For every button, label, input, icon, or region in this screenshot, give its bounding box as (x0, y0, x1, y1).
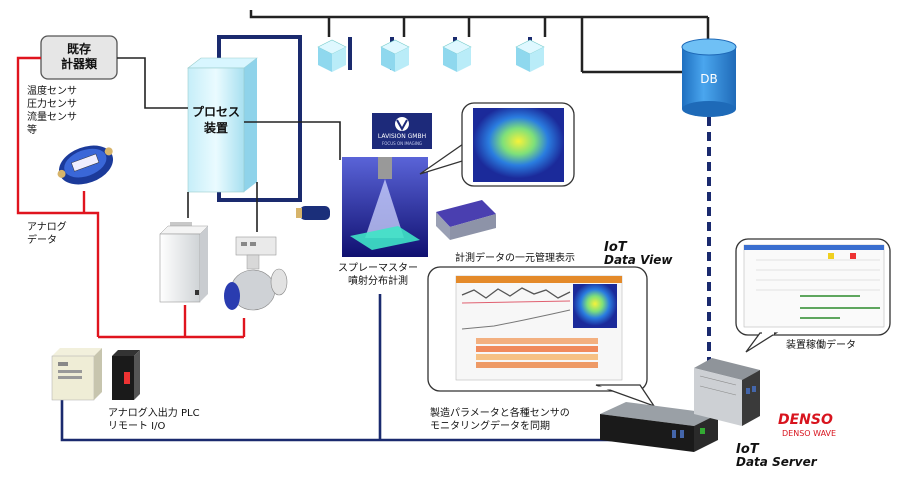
sync-label: 製造パラメータと各種センサの モニタリングデータを同期 (430, 407, 570, 433)
analog-converter-device (159, 222, 209, 303)
sensor-etc: 等 (27, 125, 37, 136)
top-bus-lines (249, 10, 710, 74)
instruments-title: 既存 計器類 (60, 42, 97, 71)
spray-line-2: 噴射分布計測 (348, 276, 408, 287)
cube-node-3 (442, 39, 472, 72)
cube-node-2 (380, 39, 410, 72)
spray-line-1: スプレーマスター (338, 263, 418, 274)
industrial-pc (694, 358, 760, 426)
data-view-screen (455, 275, 623, 381)
db-label: DB (700, 72, 718, 86)
cube-node-1 (317, 39, 347, 72)
denso-logo: DENSO (778, 412, 833, 428)
sync-line-2: モニタリングデータを同期 (430, 421, 550, 432)
plc-label: アナログ入出力 PLC リモート I/O (108, 407, 200, 433)
data-server-brand-top: IoT (736, 442, 759, 457)
equipment-caption: 装置稼働データ (786, 340, 856, 351)
data-view-brand: IoT Data View (604, 240, 673, 267)
db-cylinder (681, 38, 737, 117)
process-unit-label: プロセス 装置 (188, 104, 244, 136)
data-view-caption: 計測データの一元管理表示 (455, 253, 575, 264)
data-server-brand-bottom: Data Server (736, 455, 817, 469)
denso-wave-label: DENSO WAVE (782, 429, 837, 438)
spray-pattern-callout (419, 102, 575, 187)
spray-label: スプレーマスター 噴射分布計測 (328, 262, 428, 288)
valve-device (224, 236, 288, 311)
remote-io-device (112, 350, 140, 400)
sensor-list: 温度センサ 圧力センサ 流量センサ 等 (27, 85, 77, 137)
cube-node-4 (515, 39, 545, 72)
equipment-data-screen (743, 244, 885, 328)
data-server-box (600, 402, 718, 452)
process-unit-line-1: プロセス (191, 105, 240, 119)
analog-lines (16, 56, 246, 339)
plc-line-1: アナログ入出力 PLC (108, 408, 200, 419)
analog-data-label: アナログ データ (27, 221, 67, 247)
lavision-logo (372, 113, 432, 149)
process-tower (187, 57, 258, 193)
sync-line-1: 製造パラメータと各種センサの (430, 408, 570, 419)
analog-data-line-2: データ (27, 235, 57, 246)
sensor-temperature: 温度センサ (27, 86, 77, 97)
data-server-brand: IoT Data Server (736, 442, 817, 469)
laser-sensor (436, 200, 496, 240)
camera-sensor (296, 206, 330, 220)
gauge-instrument (57, 145, 114, 185)
plc-line-2: リモート I/O (108, 421, 166, 432)
data-view-brand-bottom: Data View (604, 253, 673, 267)
spray-measurement-image (342, 157, 428, 257)
lavision-tagline: FOCUS ON IMAGING (381, 141, 423, 146)
sensor-pressure: 圧力センサ (27, 99, 77, 110)
analog-data-line-1: アナログ (27, 222, 67, 233)
control-lines (117, 57, 341, 232)
data-view-brand-top: IoT (604, 240, 627, 255)
sensor-flow: 流量センサ (27, 112, 77, 123)
lower-network (60, 294, 640, 442)
process-unit-line-2: 装置 (203, 121, 228, 135)
plc-device (51, 348, 102, 401)
lavision-name: LAVISION GMBH (377, 133, 427, 140)
